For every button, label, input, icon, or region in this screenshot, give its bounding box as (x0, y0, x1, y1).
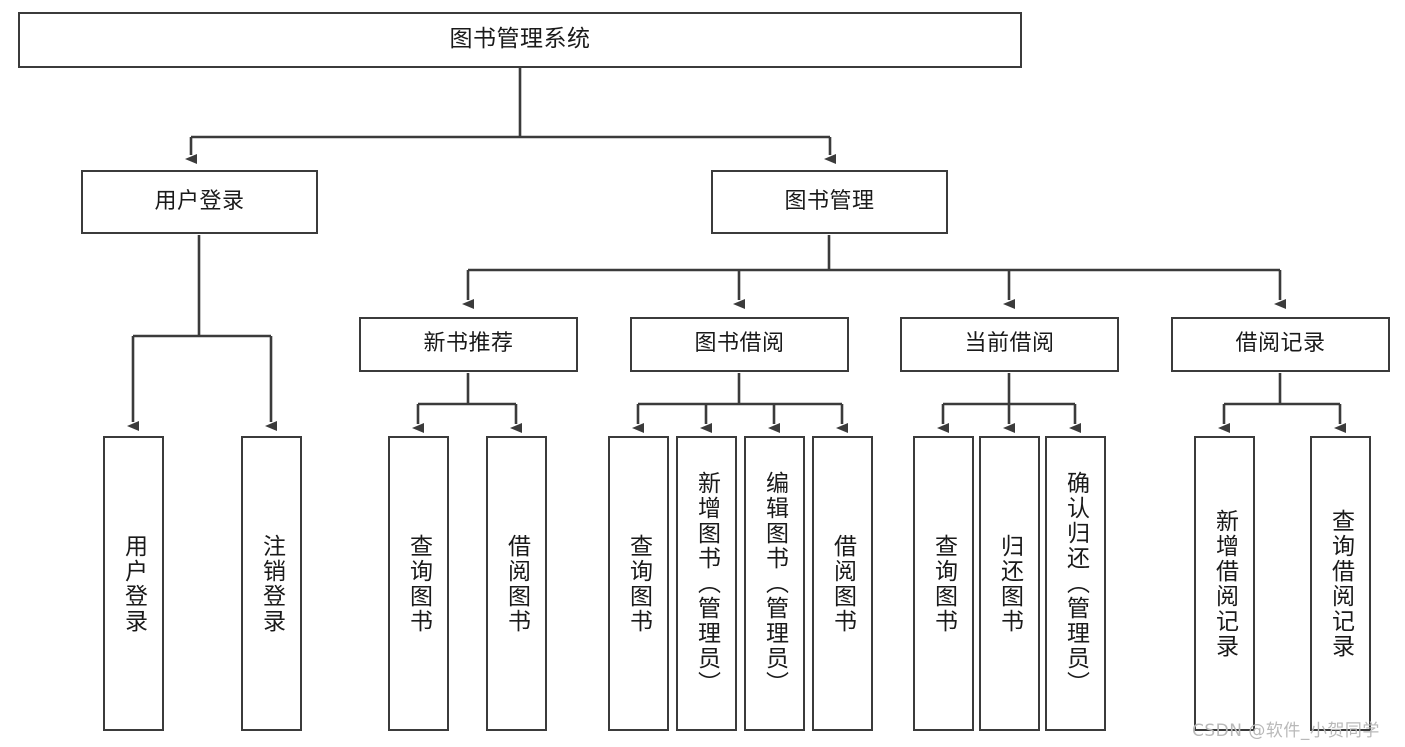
node-book-management[interactable]: 图书管理 (711, 170, 948, 234)
node-label: 借阅记录 (1235, 331, 1326, 357)
node-borrow-record[interactable]: 借阅记录 (1171, 317, 1390, 372)
node-leaf-query-borrow-record[interactable]: 查询借阅记录 (1310, 436, 1371, 731)
node-new-book-recommend[interactable]: 新书推荐 (359, 317, 578, 372)
node-leaf-query-book-current[interactable]: 查询图书 (913, 436, 974, 731)
node-label: 新增图书（管理员） (693, 471, 720, 696)
node-label: 查询图书 (625, 533, 652, 634)
node-label: 注销登录 (258, 533, 285, 634)
node-label: 确认归还（管理员） (1062, 471, 1089, 696)
node-label: 借阅图书 (503, 533, 530, 634)
node-leaf-user-logout[interactable]: 注销登录 (241, 436, 302, 731)
node-label: 当前借阅 (964, 331, 1055, 357)
node-label: 图书借阅 (694, 331, 785, 357)
node-user-login[interactable]: 用户登录 (81, 170, 318, 234)
node-label: 借阅图书 (829, 533, 856, 634)
node-label: 用户登录 (120, 533, 147, 634)
node-leaf-borrow-book-recommend[interactable]: 借阅图书 (486, 436, 547, 731)
node-leaf-return-book[interactable]: 归还图书 (979, 436, 1040, 731)
node-leaf-query-book-recommend[interactable]: 查询图书 (388, 436, 449, 731)
node-book-borrow[interactable]: 图书借阅 (630, 317, 849, 372)
watermark-text: CSDN @软件_小贺同学 (1192, 721, 1380, 741)
node-label: 查询图书 (930, 533, 957, 634)
node-leaf-confirm-return[interactable]: 确认归还（管理员） (1045, 436, 1106, 731)
node-label: 图书管理系统 (449, 26, 591, 53)
node-label: 归还图书 (996, 533, 1023, 634)
node-leaf-edit-book[interactable]: 编辑图书（管理员） (744, 436, 805, 731)
node-leaf-add-borrow-record[interactable]: 新增借阅记录 (1194, 436, 1255, 731)
node-leaf-query-book-borrow[interactable]: 查询图书 (608, 436, 669, 731)
node-label: 查询借阅记录 (1327, 508, 1354, 659)
node-root-book-management-system[interactable]: 图书管理系统 (18, 12, 1022, 68)
node-leaf-user-login[interactable]: 用户登录 (103, 436, 164, 731)
node-label: 查询图书 (405, 533, 432, 634)
node-label: 编辑图书（管理员） (761, 471, 788, 696)
node-label: 新书推荐 (423, 331, 514, 357)
node-label: 用户登录 (154, 188, 245, 214)
node-leaf-borrow-book[interactable]: 借阅图书 (812, 436, 873, 731)
node-label: 图书管理 (784, 188, 875, 214)
node-current-borrow[interactable]: 当前借阅 (900, 317, 1119, 372)
node-leaf-add-book[interactable]: 新增图书（管理员） (676, 436, 737, 731)
node-label: 新增借阅记录 (1211, 508, 1238, 659)
